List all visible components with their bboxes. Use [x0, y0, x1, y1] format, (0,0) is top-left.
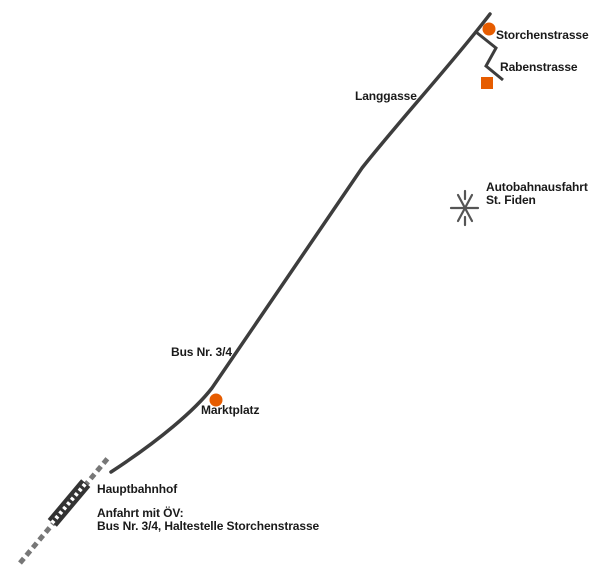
destination-rabenstrasse-icon	[481, 77, 493, 89]
label-st-fiden: St. Fiden	[486, 193, 536, 207]
bus-stop-storchenstrasse-icon	[482, 22, 496, 36]
label-bus-line: Bus Nr. 3/4	[171, 345, 232, 359]
label-autobahnausfahrt: Autobahnausfahrt	[486, 180, 588, 194]
label-oev-details: Bus Nr. 3/4, Haltestelle Storchenstrasse	[97, 519, 320, 533]
railway-track-icon	[18, 456, 110, 565]
label-marktplatz: Marktplatz	[201, 403, 260, 417]
railway-station-ties	[50, 481, 88, 525]
label-langgasse: Langgasse	[355, 89, 417, 103]
label-storchenstrasse: Storchenstrasse	[496, 28, 589, 42]
label-rabenstrasse: Rabenstrasse	[500, 60, 578, 74]
route-line	[109, 12, 492, 474]
motorway-exit-icon	[449, 189, 480, 227]
label-oev-heading: Anfahrt mit ÖV:	[97, 506, 184, 520]
branch-rabenstrasse-line	[475, 30, 504, 82]
label-hauptbahnhof: Hauptbahnhof	[97, 482, 178, 496]
railway-dashes	[18, 456, 110, 565]
bus-stop-marktplatz-icon	[209, 393, 223, 407]
